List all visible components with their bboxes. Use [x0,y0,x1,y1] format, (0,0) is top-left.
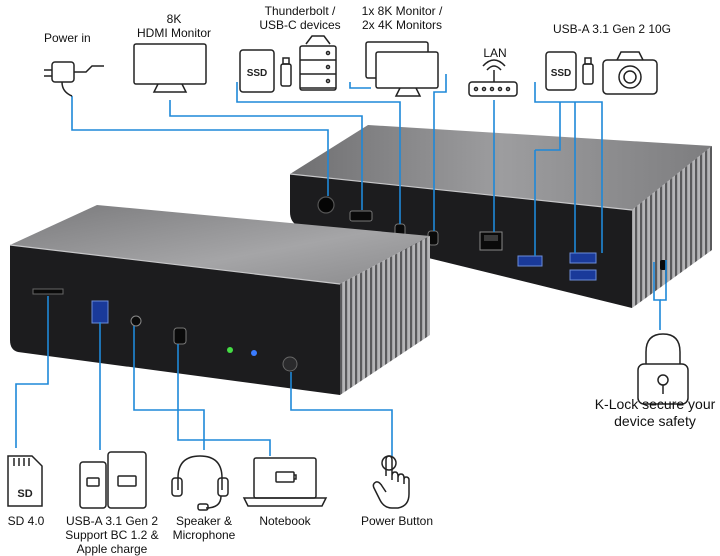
headset-icon [171,455,229,511]
usb-stick-icon [280,57,292,87]
ssd-icon-text: SSD [247,68,268,79]
label-monitors: 1x 8K Monitor / 2x 4K Monitors [350,4,454,32]
label-power-in: Power in [44,31,91,45]
label-klock-line1: K-Lock secure your [594,396,716,412]
label-speaker: Speaker & Microphone [166,514,242,542]
ssd-icon-text-2: SSD [551,68,572,79]
label-power-button: Power Button [360,514,434,528]
label-mon-line1: 1x 8K Monitor / [361,4,443,18]
audio-jack [130,315,142,327]
usb-a-back-port-1 [517,255,543,267]
power-button-hand-icon [372,455,410,509]
hdmi-port [349,210,373,222]
usb-stick-icon-2 [582,57,594,85]
phone-tablet-icon [79,451,147,509]
power-adapter-icon [44,61,104,97]
top-icons [44,35,658,97]
usb-a-back-port-2 [569,252,597,264]
label-usb-a-top: USB-A 3.1 Gen 2 10G [552,22,672,36]
label-sd: SD 4.0 [7,514,45,528]
lan-router-icon [468,59,518,97]
label-tb-line1: Thunderbolt / [264,4,336,18]
bottom-icons [7,333,689,511]
label-notebook: Notebook [259,514,311,528]
label-speaker-line1: Speaker & [175,514,233,528]
label-mon-line2: 2x 4K Monitors [361,18,443,32]
usb-a-back-port-3 [569,269,597,281]
label-klock-line2: device safety [614,413,696,429]
label-usba-line2: Support BC 1.2 & [65,528,159,542]
usb-a-front-port [91,300,109,324]
ssd-icon [239,49,275,93]
label-k-lock: K-Lock secure your device safety [590,396,720,430]
power-button-physical [282,356,298,372]
notebook-icon [242,457,328,507]
label-hdmi-line2: HDMI Monitor [136,26,211,40]
usb-c-front-port [173,327,187,345]
k-lock-padlock-icon [637,333,689,405]
label-tb-line2: USB-C devices [259,18,341,32]
camera-icon [602,51,658,95]
back-dock [289,125,712,308]
label-thunderbolt: Thunderbolt / USB-C devices [250,4,350,32]
status-led-green [227,347,233,353]
label-lan: LAN [483,46,507,60]
sd-card-icon [7,455,43,507]
front-dock [9,205,430,395]
label-usb-a-front: USB-A 3.1 Gen 2 Support BC 1.2 & Apple c… [64,514,160,556]
label-hdmi-monitor: 8K HDMI Monitor [130,12,218,40]
ssd-icon-2 [545,51,577,91]
status-led-blue [251,350,257,356]
hdmi-monitor-icon [133,43,207,93]
label-speaker-line2: Microphone [172,528,236,542]
label-usba-line1: USB-A 3.1 Gen 2 [65,514,159,528]
sd-card-slot [32,288,64,295]
k-lock-slot [660,260,666,270]
storage-server-icon [299,35,337,91]
dual-monitor-icon [365,41,439,97]
label-usba-line3: Apple charge [76,542,148,556]
label-hdmi-line1: 8K [166,12,182,26]
dc-power-port [317,196,335,214]
sd-icon-text: SD [17,488,32,500]
connector-lines [15,74,667,456]
